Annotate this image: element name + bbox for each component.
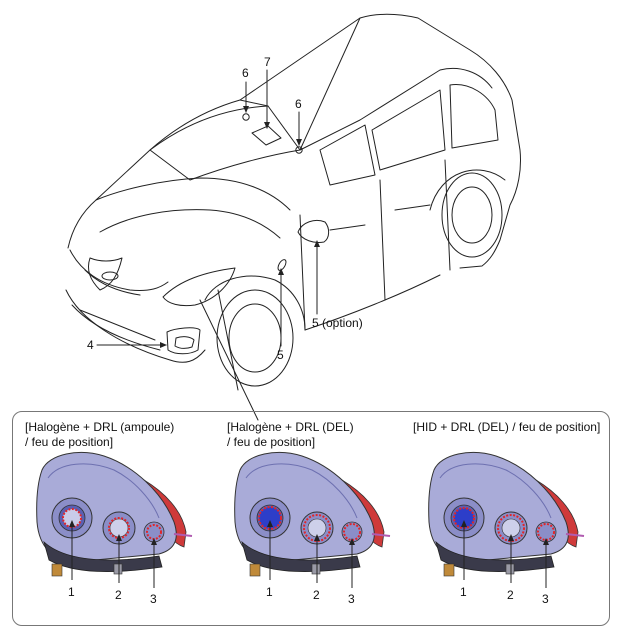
variant-2-part-2: 2 (313, 588, 320, 602)
callout-6-left: 6 (242, 66, 249, 80)
variant-3-part-3: 3 (542, 592, 549, 606)
variant-1-part-2: 2 (115, 588, 122, 602)
variant-1-part-3: 3 (150, 592, 157, 606)
variant-3-part-1: 1 (460, 585, 467, 599)
variant-1-caption-line1: [Halogène + DRL (ampoule) (25, 420, 175, 434)
variant-1-caption-line2: / feu de position] (25, 435, 114, 449)
variant-3-part-2: 2 (507, 588, 514, 602)
callout-7: 7 (264, 55, 271, 69)
variant-2-caption-line1: [Halogène + DRL (DEL) (227, 420, 354, 434)
variant-3-caption-line1: [HID + DRL (DEL) / feu de position] (413, 420, 601, 434)
callout-5: 5 (277, 348, 284, 362)
callout-4: 4 (87, 338, 94, 352)
variant-2-part-1: 1 (266, 585, 273, 599)
variant-2-part-3: 3 (348, 592, 355, 606)
headlamp-variants-panel (12, 411, 610, 626)
variant-2-caption-line2: / feu de position] (227, 435, 316, 449)
variant-1-part-1: 1 (68, 585, 75, 599)
callout-5-option: 5 (option) (312, 316, 363, 330)
callout-6-right: 6 (295, 97, 302, 111)
